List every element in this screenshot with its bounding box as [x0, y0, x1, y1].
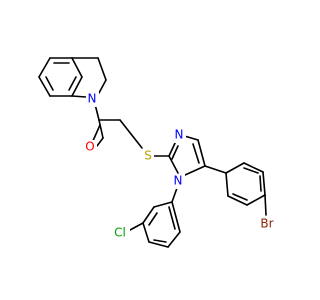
atom-label-o-carbonyl: O — [85, 140, 94, 154]
atom-label-n-imidazole-1: N — [174, 174, 183, 188]
chlorophenyl-ring — [129, 187, 181, 248]
imidazole-ring — [168, 134, 206, 176]
structure-drawing: N O S N N Cl Br — [38, 57, 277, 248]
atom-labels: N O S N N Cl Br — [84, 92, 277, 241]
atom-label-n-imidazole-3: N — [175, 128, 184, 142]
acetyl-linker — [91, 103, 132, 147]
atom-label-n-indoline: N — [88, 92, 97, 106]
molecule-structure: N O S N N Cl Br — [38, 57, 277, 248]
bromophenyl-ring — [204, 162, 267, 216]
thioether-bonds — [130, 133, 170, 157]
atom-label-chlorine: Cl — [114, 226, 126, 240]
atom-label-bromine: Br — [260, 217, 273, 231]
indoline-benzene-ring — [38, 57, 83, 97]
atom-label-s-thioether: S — [144, 149, 152, 163]
indoline-pyrrolidine-ring — [71, 57, 107, 98]
